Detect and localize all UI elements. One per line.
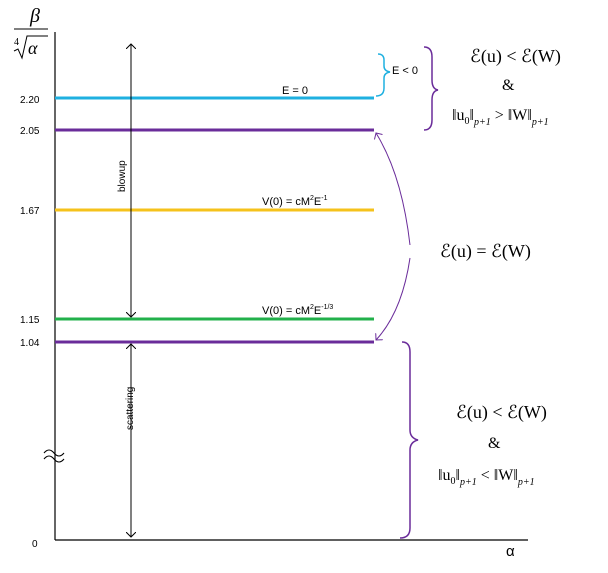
brace-top-condition — [423, 46, 439, 131]
scattering-label: scattering — [125, 387, 136, 430]
brace-bottom-condition — [399, 341, 419, 539]
root-sign-icon — [13, 35, 48, 60]
top-energy-condition: ℰ(u) < ℰ(W) — [470, 46, 561, 67]
bottom-norm-condition: ‖u0‖p+1 < ‖W‖p+1 — [438, 467, 535, 488]
arrow-to-top-purple — [376, 133, 411, 246]
y-axis-label-beta: β — [29, 5, 40, 27]
label-green-line: V(0) = cM2E-1/3 — [262, 304, 333, 317]
arrow-to-low-purple — [376, 257, 411, 340]
axis-break-icon — [43, 449, 65, 463]
y-axis-label-root-index: 4 — [14, 37, 19, 48]
blowup-label: blowup — [117, 160, 128, 192]
top-and: & — [502, 77, 515, 94]
tick-label-2.05: 2.05 — [20, 126, 40, 137]
tick-label-1.67: 1.67 — [20, 206, 40, 217]
tick-label-2.20: 2.20 — [20, 95, 40, 106]
label-e-negative: E < 0 — [392, 65, 418, 77]
bottom-energy-condition: ℰ(u) < ℰ(W) — [456, 402, 547, 423]
tick-label-1.04: 1.04 — [20, 338, 40, 349]
y-axis-label-radicand: α — [28, 38, 38, 58]
brace-e-negative — [375, 53, 391, 97]
tick-label-1.15: 1.15 — [20, 315, 40, 326]
middle-energy-condition: ℰ(u) = ℰ(W) — [440, 241, 531, 262]
x-axis-label: α — [506, 543, 515, 560]
label-yellow-line: V(0) = cM2E-1 — [262, 195, 328, 208]
top-norm-condition: ‖u0‖p+1 > ‖W‖p+1 — [452, 107, 549, 128]
tick-label-0: 0 — [32, 539, 38, 550]
bottom-and: & — [488, 435, 501, 452]
label-e-zero: E = 0 — [282, 85, 308, 97]
